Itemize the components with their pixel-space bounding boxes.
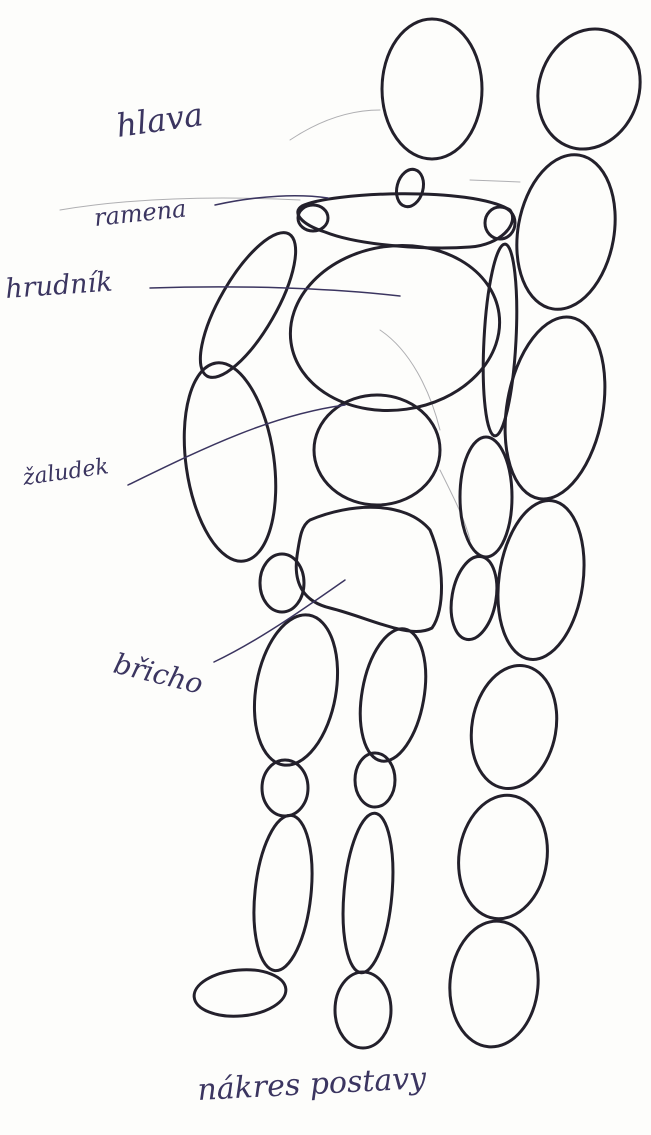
left-knee [262,760,308,816]
left-thigh [243,608,348,772]
rear-figure [445,16,651,1051]
left-upper-arm [183,220,313,390]
front-figure [173,19,521,1048]
right-forearm [460,437,512,557]
right-thigh [351,624,435,767]
head-shape [382,19,482,159]
right-hand [445,553,503,643]
rear-thigh [462,659,566,796]
rear-calf [451,789,555,924]
label-hlava: hlava [114,95,206,145]
right-knee [355,753,395,807]
label-zaludek: žaludek [20,454,110,491]
shoulder-line [298,194,513,248]
hips-shape [296,507,441,631]
left-shin [247,813,319,974]
leader-hrudnik [150,287,400,296]
right-shin [337,811,399,975]
right-foot [335,972,391,1048]
left-foot [192,966,288,1020]
label-hrudnik: hrudník [4,267,113,305]
rear-hip [488,495,593,665]
chest-shape [280,232,511,424]
left-forearm [173,357,288,567]
labels: hlava ramena hrudník žaludek břicho nákr… [4,95,428,1108]
leader-lines [128,196,400,662]
caption: nákres postavy [197,1061,428,1108]
rear-foot [445,917,544,1050]
leader-zaludek [128,405,345,485]
label-ramena: ramena [93,194,188,232]
neck-shape [393,166,428,209]
rear-head [523,16,651,163]
label-bricho: břicho [110,647,206,701]
right-upper-arm [479,243,521,436]
leader-bricho [214,580,345,662]
rear-upper-back [505,147,627,317]
